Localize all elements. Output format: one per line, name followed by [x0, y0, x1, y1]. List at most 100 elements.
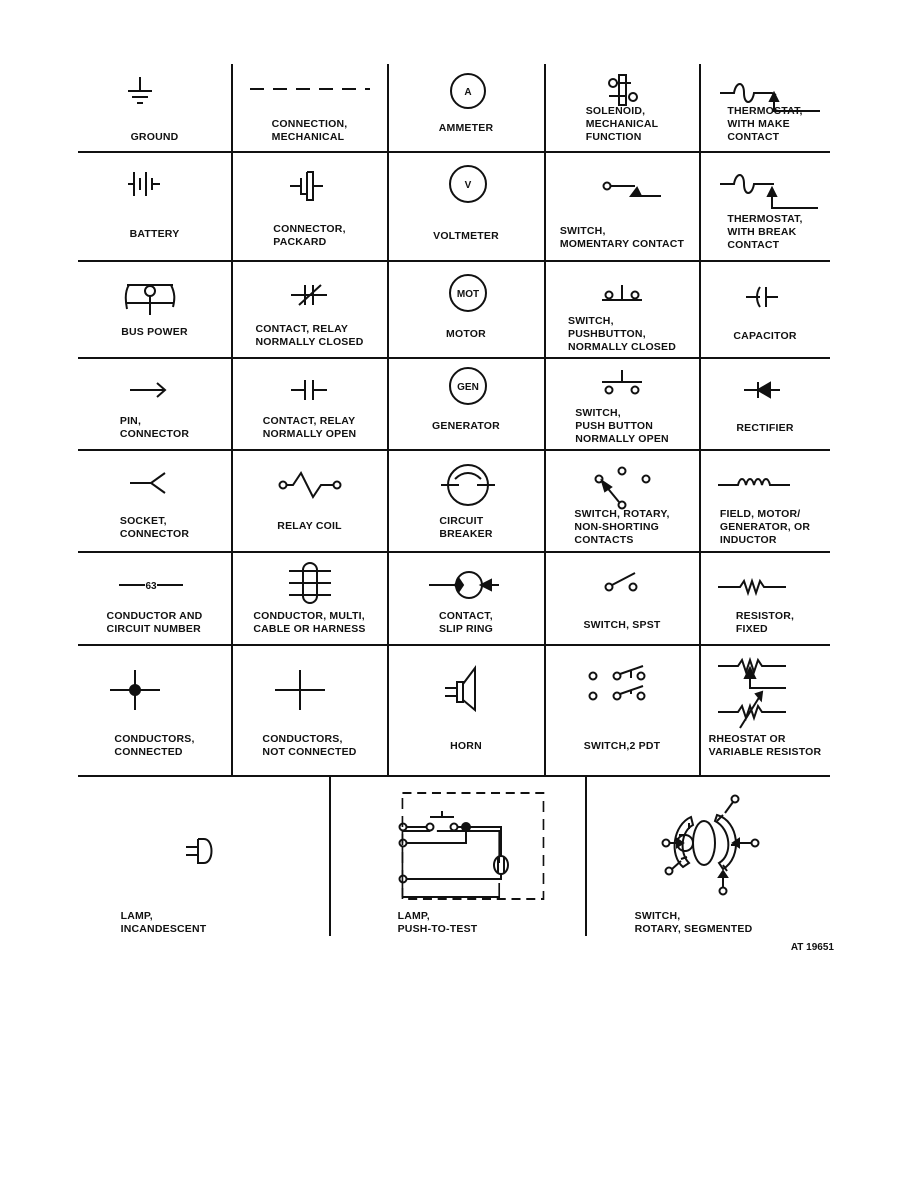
symbol-label: MOTOR: [446, 328, 486, 340]
socket-connector-icon: [129, 472, 166, 494]
grid-line: [585, 776, 587, 936]
multi-conductor-cable-icon: [288, 562, 331, 604]
spst-switch-icon: [604, 572, 638, 592]
symbol-cell-pin: PIN, CONNECTOR: [78, 358, 231, 450]
symbol-cell-switch-momentary: SWITCH, MOMENTARY CONTACT: [545, 152, 699, 260]
symbol-cell-solenoid: SOLENOID, MECHANICAL FUNCTION: [545, 65, 699, 152]
symbol-label: THERMOSTAT, WITH MAKE CONTACT: [727, 105, 803, 143]
symbol-cell-motor: MOT MOTOR: [388, 261, 544, 358]
segmented-rotary-switch-icon: [661, 794, 759, 896]
symbol-label: AMMETER: [438, 122, 494, 134]
symbol-cell-conductors-connected: CONDUCTORS, CONNECTED: [78, 646, 231, 776]
grid-line: [78, 357, 830, 359]
symbol-cell-connector-packard: CONNECTOR, PACKARD: [232, 152, 387, 260]
symbol-cell-switch-spst: SWITCH, SPST: [545, 553, 699, 645]
motor-icon: MOT: [449, 274, 487, 312]
symbol-label: CONNECTION, MECHANICAL: [271, 118, 348, 143]
symbol-label: RECTIFIER: [736, 422, 794, 434]
symbol-label: SWITCH, PUSHBUTTON, NORMALLY CLOSED: [567, 315, 676, 353]
symbol-cell-rheostat: RHEOSTAT OR VARIABLE RESISTOR: [700, 646, 830, 776]
pushbutton-no-icon: [602, 370, 642, 395]
figure-number: AT 19651: [790, 942, 834, 953]
generator-icon: GEN: [449, 367, 487, 405]
symbol-label: RHEOSTAT OR VARIABLE RESISTOR: [708, 733, 822, 758]
grid-line: [699, 64, 701, 776]
symbol-label: FIELD, MOTOR/ GENERATOR, OR INDUCTOR: [719, 508, 811, 546]
circuit-breaker-icon: [441, 464, 495, 506]
symbol-cell-ammeter: A AMMETER: [388, 65, 544, 152]
symbol-label: CONTACT, RELAY NORMALLY OPEN: [262, 415, 357, 440]
svg-text:A: A: [464, 87, 471, 98]
push-to-test-lamp-icon: [398, 792, 544, 900]
grid-line: [78, 260, 830, 262]
conductor-number-icon: 63: [118, 581, 183, 592]
symbol-label: CONDUCTOR, MULTI, CABLE OR HARNESS: [253, 610, 366, 635]
symbol-cell-thermostat-break: THERMOSTAT, WITH BREAK CONTACT: [700, 152, 830, 260]
symbol-label: RELAY COIL: [277, 520, 342, 532]
voltmeter-icon: V: [449, 165, 487, 203]
solenoid-icon: [608, 74, 638, 106]
symbol-label: SWITCH, ROTARY, SEGMENTED: [634, 910, 753, 935]
pushbutton-nc-icon: [602, 285, 642, 301]
grid-line: [78, 644, 830, 646]
relay-contact-no-icon: [290, 380, 327, 400]
battery-icon: [127, 172, 160, 196]
symbol-cell-rotary-switch: SWITCH, ROTARY, NON-SHORTING CONTACTS: [545, 451, 699, 552]
capacitor-icon: [746, 286, 778, 308]
symbol-cell-voltmeter: V VOLTMETER: [388, 152, 544, 260]
ammeter-icon: A: [450, 73, 486, 109]
symbol-label: GROUND: [130, 131, 179, 143]
svg-text:GEN: GEN: [457, 382, 479, 393]
symbol-label: SWITCH, SPST: [583, 619, 661, 631]
symbol-label: CONDUCTORS, NOT CONNECTED: [262, 733, 357, 758]
grid-line: [78, 551, 830, 553]
symbol-cell-circuit-breaker: CIRCUIT BREAKER: [388, 451, 544, 552]
symbol-cell-pushbutton-nc: SWITCH, PUSHBUTTON, NORMALLY CLOSED: [545, 261, 699, 358]
symbol-label: LAMP, INCANDESCENT: [120, 910, 207, 935]
symbol-cell-lamp-push-to-test: LAMP, PUSH-TO-TEST: [330, 777, 585, 937]
grid-line: [544, 64, 546, 776]
symbol-cell-capacitor: CAPACITOR: [700, 261, 830, 358]
thermostat-break-icon: [720, 174, 818, 209]
symbol-cell-socket: SOCKET, CONNECTOR: [78, 451, 231, 552]
grid-line: [78, 449, 830, 451]
symbol-cell-switch-2pdt: SWITCH,2 PDT: [545, 646, 699, 776]
dpdt-switch-icon: [588, 665, 646, 701]
symbol-cell-slip-ring: CONTACT, SLIP RING: [388, 553, 544, 645]
svg-text:V: V: [465, 180, 472, 191]
symbol-label: CONNECTOR, PACKARD: [273, 223, 346, 248]
symbol-cell-thermostat-make: THERMOSTAT, WITH MAKE CONTACT: [700, 65, 830, 152]
symbol-cell-ground: GROUND: [78, 65, 231, 152]
symbol-label: THERMOSTAT, WITH BREAK CONTACT: [727, 213, 803, 251]
relay-contact-nc-icon: [290, 284, 327, 306]
symbol-label: LAMP, PUSH-TO-TEST: [397, 910, 478, 935]
symbol-cell-resistor-fixed: RESISTOR, FIXED: [700, 553, 830, 645]
momentary-switch-icon: [602, 181, 661, 197]
symbol-label: HORN: [450, 740, 482, 752]
symbol-label: CONDUCTOR AND CIRCUIT NUMBER: [106, 610, 203, 635]
symbol-cell-relay-nc: CONTACT, RELAY NORMALLY CLOSED: [232, 261, 387, 358]
fixed-resistor-icon: [718, 577, 786, 597]
symbol-cell-battery: BATTERY: [78, 152, 231, 260]
symbol-label: SWITCH,2 PDT: [583, 740, 661, 752]
symbol-cell-rectifier: RECTIFIER: [700, 358, 830, 450]
symbol-cell-multi-conductor: CONDUCTOR, MULTI, CABLE OR HARNESS: [232, 553, 387, 645]
symbol-label: CAPACITOR: [733, 330, 797, 342]
symbol-label: SWITCH, MOMENTARY CONTACT: [559, 225, 685, 250]
mechanical-connection-icon: [249, 88, 370, 90]
incandescent-lamp-icon: [185, 838, 212, 864]
symbol-cell-conductor-circuit-number: 63 CONDUCTOR AND CIRCUIT NUMBER: [78, 553, 231, 645]
inductor-icon: [718, 478, 790, 486]
symbol-label: CONDUCTORS, CONNECTED: [114, 733, 195, 758]
grid-line: [387, 64, 389, 776]
relay-coil-icon: [278, 471, 341, 499]
grid-line: [231, 64, 233, 776]
symbol-label: SWITCH, PUSH BUTTON NORMALLY OPEN: [575, 407, 669, 445]
grid-line: [329, 776, 331, 936]
symbol-cell-relay-no: CONTACT, RELAY NORMALLY OPEN: [232, 358, 387, 450]
symbol-label: PIN, CONNECTOR: [119, 415, 190, 440]
symbol-cell-relay-coil: RELAY COIL: [232, 451, 387, 552]
symbol-label: VOLTMETER: [433, 230, 499, 242]
horn-icon: [445, 665, 476, 713]
symbol-cell-rotary-segmented: SWITCH, ROTARY, SEGMENTED: [586, 777, 831, 937]
